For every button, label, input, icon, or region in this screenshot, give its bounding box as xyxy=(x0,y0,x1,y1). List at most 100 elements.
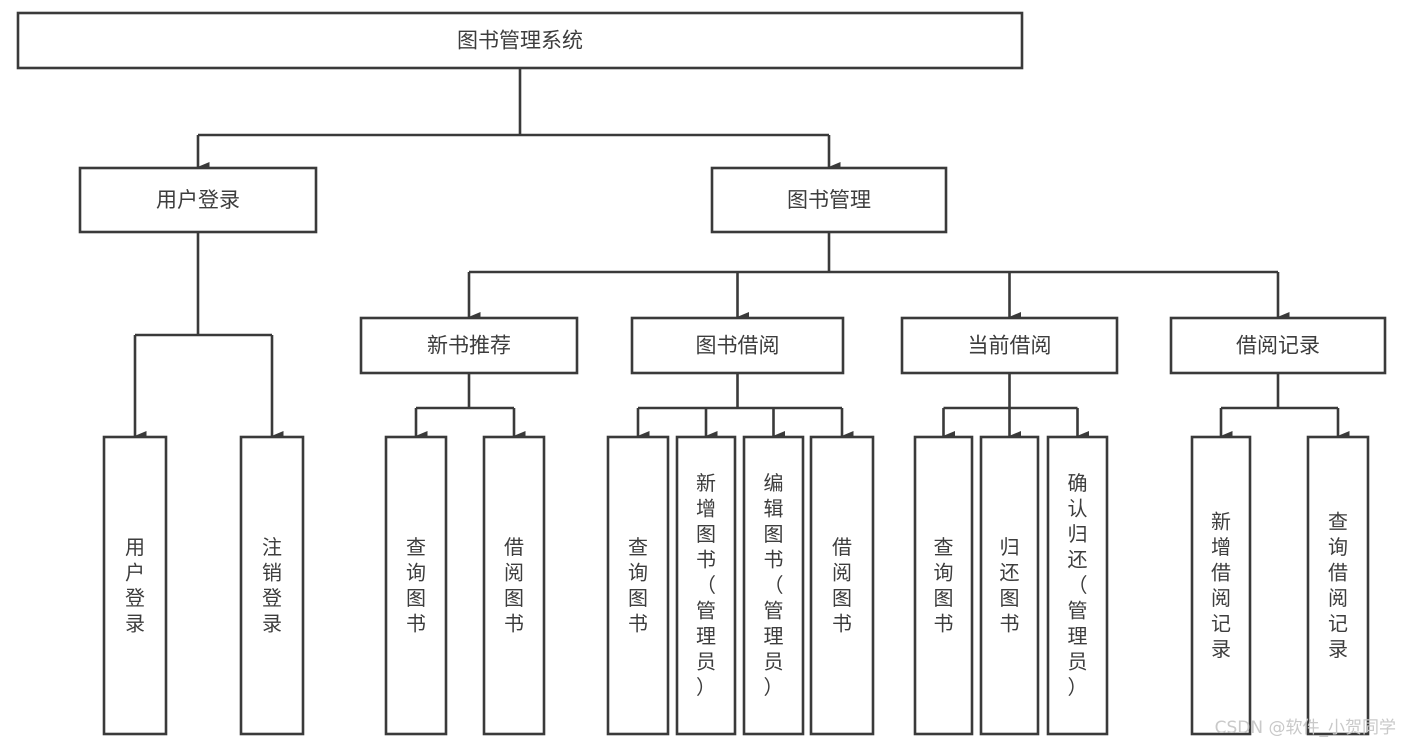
node-box-book-borrow[interactable] xyxy=(630,316,845,375)
connector-layer xyxy=(133,68,1350,441)
node-label-char: 理 xyxy=(764,624,784,648)
node-label-char: 员 xyxy=(764,650,784,674)
node-box-borrow-record[interactable] xyxy=(1169,316,1387,375)
node-label-char: 阅 xyxy=(832,560,852,584)
node-label-char: 新 xyxy=(696,471,716,495)
node-box-record-query[interactable] xyxy=(1306,435,1370,736)
node-label-char: （ xyxy=(1068,573,1088,597)
node-borrow-query-book[interactable] xyxy=(606,435,670,736)
node-label-char: 查 xyxy=(406,535,426,559)
node-record-add[interactable] xyxy=(1190,435,1252,736)
node-label-char: 查 xyxy=(934,535,954,559)
node-user-login-login[interactable] xyxy=(102,435,168,736)
node-box-recommend-borrow-book[interactable] xyxy=(482,435,546,736)
node-box-root[interactable] xyxy=(16,11,1024,70)
node-box-new-book-recommend[interactable] xyxy=(359,316,579,375)
node-label-char: 书 xyxy=(832,611,852,635)
node-label-char: 录 xyxy=(262,611,282,635)
node-label: 借阅记录 xyxy=(1236,334,1320,358)
node-box-borrow-add-book[interactable] xyxy=(675,435,737,736)
node-current-return-book[interactable] xyxy=(979,435,1040,736)
node-label: 图书借阅 xyxy=(696,334,780,358)
node-label-char: 确 xyxy=(1068,471,1088,495)
node-user-login-logout[interactable] xyxy=(239,435,305,736)
node-user-login[interactable] xyxy=(78,166,318,234)
node-box-current-return-book[interactable] xyxy=(979,435,1040,736)
node-box-user-login-login[interactable] xyxy=(102,435,168,736)
node-box-book-management[interactable] xyxy=(710,166,948,234)
node-label-char: 录 xyxy=(1328,637,1348,661)
node-label-char: 记 xyxy=(1328,611,1348,635)
node-box-user-login[interactable] xyxy=(78,166,318,234)
node-label-char: 书 xyxy=(628,611,648,635)
node-new-book-recommend[interactable] xyxy=(359,316,579,375)
node-label-char: 阅 xyxy=(504,560,524,584)
node-current-query-book[interactable] xyxy=(913,435,974,736)
node-label: 新书推荐 xyxy=(427,334,511,358)
node-label-char: 录 xyxy=(1211,637,1231,661)
node-label-char: 书 xyxy=(406,611,426,635)
node-label: 图书管理 xyxy=(787,188,871,212)
node-label-char: ） xyxy=(764,675,784,699)
node-label-char: 员 xyxy=(1068,650,1088,674)
node-recommend-borrow-book[interactable] xyxy=(482,435,546,736)
csdn-watermark: CSDN @软件_小贺同学 xyxy=(1215,718,1396,738)
node-box-user-login-logout[interactable] xyxy=(239,435,305,736)
node-box-borrow-borrow-book[interactable] xyxy=(809,435,875,736)
node-root[interactable] xyxy=(16,11,1024,70)
node-label-char: 询 xyxy=(934,560,954,584)
node-label-char: 管 xyxy=(764,599,784,623)
node-label-char: 借 xyxy=(832,535,852,559)
node-label-char: 归 xyxy=(1000,535,1020,559)
node-box-recommend-query-book[interactable] xyxy=(384,435,448,736)
node-layer: 图书管理系统用户登录用户登录注销登录图书管理新书推荐查询图书借阅图书图书借阅查询… xyxy=(16,11,1387,736)
node-label-char: 销 xyxy=(262,560,282,584)
node-label-char: 编 xyxy=(764,471,784,495)
node-box-borrow-edit-book[interactable] xyxy=(742,435,805,736)
node-recommend-query-book[interactable] xyxy=(384,435,448,736)
node-label-char: 借 xyxy=(504,535,524,559)
node-label-char: 书 xyxy=(1000,611,1020,635)
node-label-char: 阅 xyxy=(1328,586,1348,610)
node-label-char: （ xyxy=(696,573,716,597)
node-label-char: 询 xyxy=(406,560,426,584)
node-label-char: 记 xyxy=(1211,611,1231,635)
node-label-char: （ xyxy=(764,573,784,597)
node-book-borrow[interactable] xyxy=(630,316,845,375)
node-label-char: 新 xyxy=(1211,509,1231,533)
node-box-current-borrow[interactable] xyxy=(900,316,1119,375)
node-box-current-query-book[interactable] xyxy=(913,435,974,736)
node-label-char: 理 xyxy=(1068,624,1088,648)
node-box-borrow-query-book[interactable] xyxy=(606,435,670,736)
node-label-char: 登 xyxy=(262,586,282,610)
node-label-char: 阅 xyxy=(1211,586,1231,610)
node-label-char: 图 xyxy=(504,586,524,610)
node-label-char: 询 xyxy=(628,560,648,584)
node-label-char: 查 xyxy=(628,535,648,559)
node-current-borrow[interactable] xyxy=(900,316,1119,375)
node-label-char: 书 xyxy=(764,548,784,572)
node-borrow-add-book[interactable] xyxy=(675,435,737,736)
node-label-char: ） xyxy=(696,675,716,699)
node-label-char: 图 xyxy=(406,586,426,610)
node-label-char: 理 xyxy=(696,624,716,648)
node-label-char: ） xyxy=(1068,675,1088,699)
node-box-record-add[interactable] xyxy=(1190,435,1252,736)
node-box-current-confirm-return[interactable] xyxy=(1046,435,1109,736)
node-record-query[interactable] xyxy=(1306,435,1370,736)
node-label-char: 书 xyxy=(696,548,716,572)
node-label-char: 归 xyxy=(1068,522,1088,546)
node-label-char: 还 xyxy=(1000,560,1020,584)
node-label-char: 辑 xyxy=(764,497,784,521)
node-label: 用户登录 xyxy=(156,188,240,212)
node-borrow-edit-book[interactable] xyxy=(742,435,805,736)
node-current-confirm-return[interactable] xyxy=(1046,435,1109,736)
node-borrow-record[interactable] xyxy=(1169,316,1387,375)
node-label-char: 图 xyxy=(934,586,954,610)
node-label-char: 增 xyxy=(1211,535,1231,559)
node-book-management[interactable] xyxy=(710,166,948,234)
node-label-char: 查 xyxy=(1328,509,1348,533)
node-label-char: 借 xyxy=(1328,560,1348,584)
node-borrow-borrow-book[interactable] xyxy=(809,435,875,736)
